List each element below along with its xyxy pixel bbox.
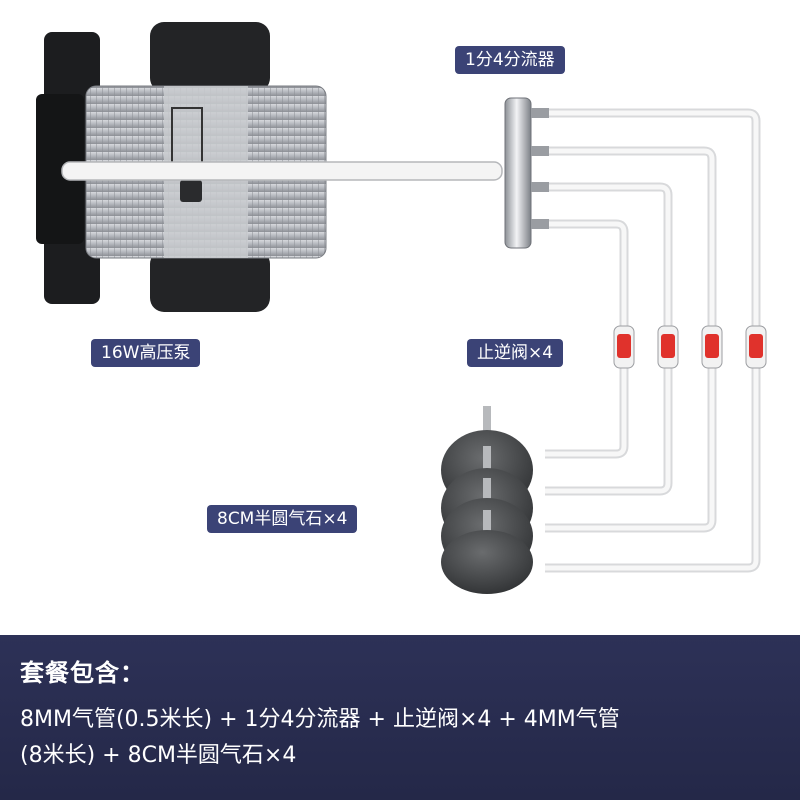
main-air-tube [61,161,503,181]
pump-label: 16W高压泵 [91,339,201,367]
check-valve-label: 止逆阀×4 [467,339,564,367]
check-valves [613,325,767,369]
product-illustration: 1分4分流器 16W高压泵 止逆阀×4 8CM半圆气石×4 [36,22,767,594]
air-stone-label: 8CM半圆气石×4 [207,505,358,533]
valve-nozzle [531,108,549,118]
pump-end-cap [36,94,84,244]
air-line-1 [545,108,761,573]
check-valve [613,325,635,369]
air-lines-highlight [545,110,759,571]
package-line-2: (8米长) + 8CM半圆气石×4 [20,743,297,768]
valve-nozzle [531,182,549,192]
splitter-manifold [504,97,549,249]
pump-top-diaphragm [150,22,270,92]
air-line-3 [545,182,673,496]
pump-bottom-diaphragm [150,250,270,312]
package-contents-panel: 套餐包含： 8MM气管(0.5米长) + 1分4分流器 + 止逆阀×4 + 4M… [0,635,800,800]
air-lines [545,108,761,573]
product-diagram [36,22,767,594]
package-line-1: 8MM气管(0.5米长) + 1分4分流器 + 止逆阀×4 + 4MM气管 [20,707,620,732]
check-valve [657,325,679,369]
valve-nozzle [531,219,549,229]
manifold-valves [531,108,549,229]
package-title: 套餐包含： [20,659,145,687]
check-valve [701,325,723,369]
valve-nozzle [531,146,549,156]
splitter-label: 1分4分流器 [455,46,565,74]
air-stone [441,510,533,594]
manifold-body [504,97,532,249]
air-stones [441,406,533,594]
brand-logo-icon [180,180,202,202]
check-valve [745,325,767,369]
